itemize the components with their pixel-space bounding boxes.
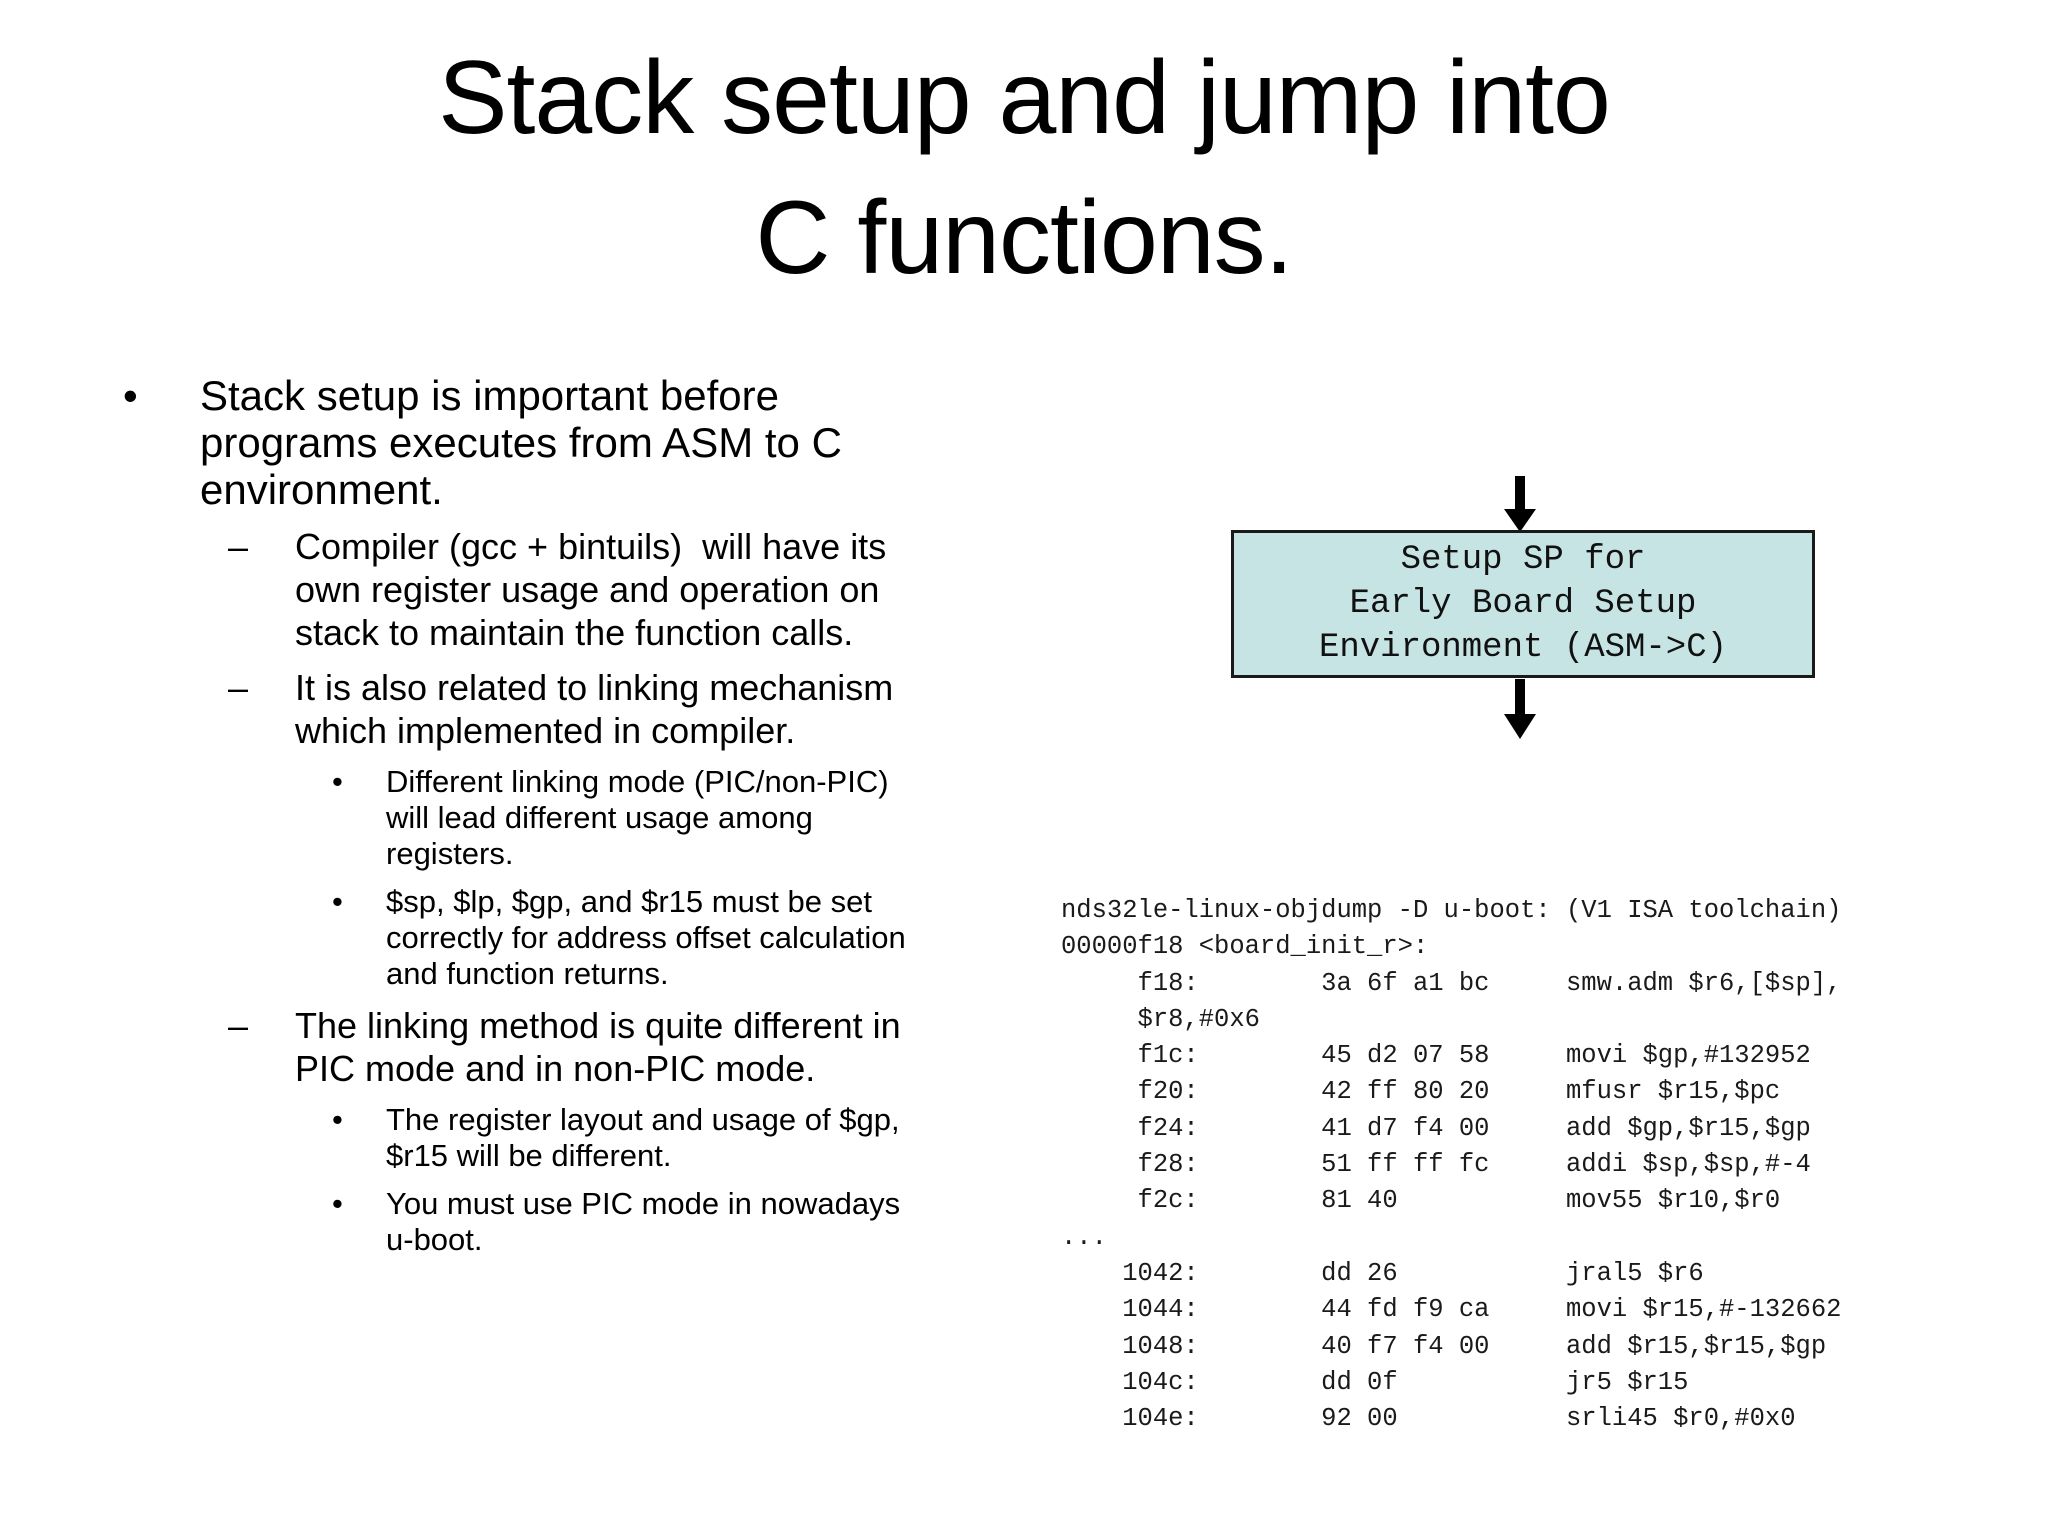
bullet-text: The register layout and usage of $gp, $r… <box>386 1102 900 1173</box>
page-title: Stack setup and jump into C functions. <box>438 40 1611 296</box>
bullet-text: You must use PIC mode in nowadays u-boot… <box>386 1186 901 1257</box>
bullet-marker: • <box>123 372 138 419</box>
bullet-item: – It is also related to linking mechanis… <box>0 666 1060 752</box>
bullet-text: $sp, $lp, $gp, and $r15 must be set corr… <box>386 884 906 991</box>
bullet-text: The linking method is quite different in… <box>295 1005 901 1089</box>
bullet-marker: • <box>332 764 343 799</box>
bullet-marker: – <box>228 1005 249 1046</box>
bullet-item: • Stack setup is important before progra… <box>0 372 1060 513</box>
bullet-marker: • <box>332 1186 343 1221</box>
bullet-list: • Stack setup is important before progra… <box>0 372 1060 1270</box>
flow-box: Setup SP for Early Board Setup Environme… <box>1231 530 1815 678</box>
bullet-marker: • <box>332 884 343 919</box>
bullet-item: – The linking method is quite different … <box>0 1004 1060 1090</box>
bullet-item: • Different linking mode (PIC/non-PIC) w… <box>0 764 1060 872</box>
bullet-text: It is also related to linking mechanism … <box>295 667 894 751</box>
bullet-item: • $sp, $lp, $gp, and $r15 must be set co… <box>0 884 1060 992</box>
bullet-text: Compiler (gcc + bintuils) will have its … <box>295 526 887 653</box>
bullet-item: – Compiler (gcc + bintuils) will have it… <box>0 525 1060 654</box>
asm-code-block: nds32le-linux-objdump -D u-boot: (V1 ISA… <box>1061 896 1842 1434</box>
down-arrow-icon <box>1498 476 1542 532</box>
bullet-item: • The register layout and usage of $gp, … <box>0 1102 1060 1174</box>
flow-box-label: Setup SP for Early Board Setup Environme… <box>1318 541 1728 667</box>
bullet-marker: – <box>228 667 249 708</box>
bullet-marker: – <box>228 526 249 567</box>
bullet-marker: • <box>332 1102 343 1137</box>
bullet-text: Different linking mode (PIC/non-PIC) wil… <box>386 764 889 871</box>
down-arrow-icon <box>1498 679 1542 739</box>
bullet-item: • You must use PIC mode in nowadays u-bo… <box>0 1186 1060 1258</box>
bullet-text: Stack setup is important before programs… <box>200 372 842 513</box>
